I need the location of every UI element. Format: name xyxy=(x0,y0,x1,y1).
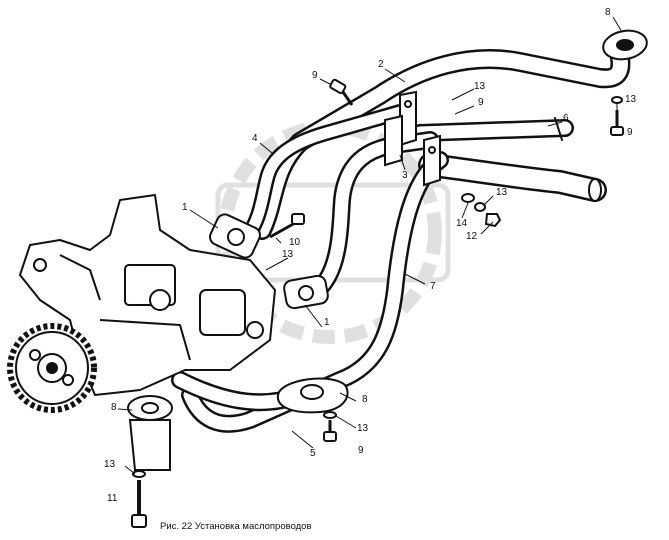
callout-8-center: 8 xyxy=(362,394,368,405)
callout-7: 7 xyxy=(430,281,436,292)
callout-4: 4 xyxy=(252,133,258,144)
bolt-10 xyxy=(269,213,305,239)
callout-13-center: 13 xyxy=(357,423,369,434)
callout-5: 5 xyxy=(310,448,316,459)
pipe-outlet xyxy=(418,153,607,202)
callout-13-left: 13 xyxy=(104,459,116,470)
callout-2: 2 xyxy=(378,59,384,70)
bolt-9-top xyxy=(329,78,354,106)
callout-8-left: 8 xyxy=(111,402,117,413)
nut-12-washer-14 xyxy=(461,193,502,228)
callout-9-top: 9 xyxy=(312,70,318,81)
callout-13-flange: 13 xyxy=(282,249,294,260)
callout-9-right: 9 xyxy=(627,127,633,138)
callout-1-lower: 1 xyxy=(324,317,330,328)
callout-10: 10 xyxy=(289,237,301,248)
flange-8-center xyxy=(276,377,349,414)
callout-6: 6 xyxy=(563,113,569,124)
pipe-4 xyxy=(237,104,408,248)
bolt-9-center xyxy=(323,411,337,442)
callout-14: 14 xyxy=(456,218,468,229)
callout-1-upper: 1 xyxy=(182,202,188,213)
callout-13-right: 13 xyxy=(625,94,637,105)
flange-1a xyxy=(209,213,261,259)
figure-caption: Рис. 22 Установка маслопроводов xyxy=(160,521,312,532)
callout-8-top: 8 xyxy=(605,7,611,18)
flange-8-left xyxy=(127,395,173,471)
pipe-6 xyxy=(411,117,574,142)
callout-9-mid: 9 xyxy=(478,97,484,108)
callout-11: 11 xyxy=(107,493,118,504)
callout-9-center: 9 xyxy=(358,445,364,456)
drive-gear xyxy=(7,323,97,413)
leader-lines xyxy=(117,16,623,475)
flange-1b xyxy=(283,274,329,310)
pipe-2 xyxy=(252,48,631,240)
callout-13-top: 13 xyxy=(474,81,486,92)
bolt-11 xyxy=(131,470,147,528)
callout-13-washer: 13 xyxy=(496,187,508,198)
flange-8-top xyxy=(602,29,648,61)
callout-12: 12 xyxy=(466,231,478,242)
pipe-7 xyxy=(309,131,439,299)
callout-3: 3 xyxy=(402,170,408,181)
